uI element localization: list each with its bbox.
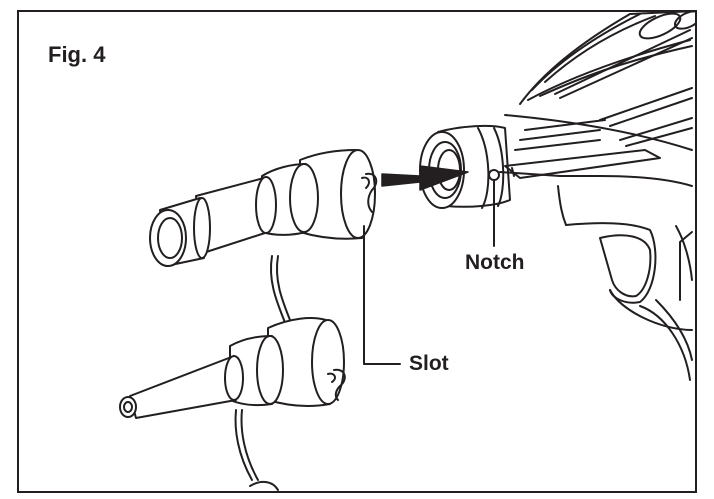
nozzle-adapter-small — [119, 317, 346, 491]
leader-lines — [363, 180, 495, 365]
insert-arrow — [381, 165, 469, 191]
pump-body — [499, 11, 696, 381]
figure-title: Fig. 4 — [48, 42, 106, 67]
notch-mark — [488, 169, 500, 181]
figure-frame — [17, 10, 697, 493]
nozzle-adapter-large — [149, 149, 378, 379]
notch-label: Notch — [465, 251, 525, 274]
slot-label: Slot — [409, 352, 449, 375]
